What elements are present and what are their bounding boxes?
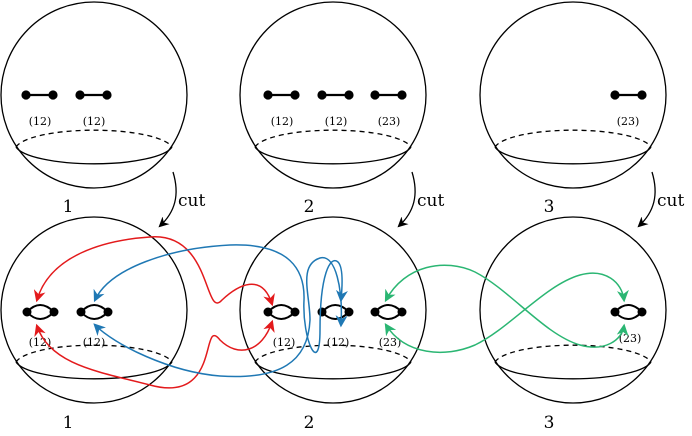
blue-arrow-upper <box>93 244 348 354</box>
top-number-3: 3 <box>544 197 555 217</box>
branch-cut-2b <box>317 90 354 100</box>
branch-cut-1b <box>75 90 112 100</box>
top-number-1: 1 <box>63 197 74 217</box>
green-arrow-lower <box>384 272 629 354</box>
top-branch-cuts <box>21 90 647 100</box>
branch-cut-3a <box>610 90 647 100</box>
bottom-number-2: 2 <box>304 413 315 433</box>
slit-1a <box>22 304 59 320</box>
branch-cut-2a <box>263 90 300 100</box>
bottom-tag-1a: (12) <box>29 336 52 349</box>
red-gluing-arrows <box>33 236 275 389</box>
top-tag-1b: (12) <box>83 115 106 128</box>
top-sphere-3 <box>479 1 667 189</box>
cut-label-1: cut <box>178 191 205 211</box>
slit-1b <box>76 304 113 320</box>
bottom-tag-1b: (12) <box>83 336 106 349</box>
cut-label-3: cut <box>657 191 684 211</box>
cut-arrow-3 <box>637 171 656 228</box>
red-arrow-lower <box>34 319 275 389</box>
blue-gluing-arrows <box>93 244 348 378</box>
slit-2a <box>263 304 300 320</box>
cut-arrow-1 <box>158 171 177 228</box>
slit-2c <box>370 304 407 320</box>
top-tag-2a: (12) <box>271 115 294 128</box>
red-arrow-upper <box>33 236 275 307</box>
slit-3a <box>610 304 647 320</box>
bottom-number-1: 1 <box>63 413 74 433</box>
blue-arrow-lower <box>93 257 348 378</box>
bottom-tag-2b: (12) <box>327 336 350 349</box>
bottom-slits <box>22 304 647 320</box>
cut-arrow-2 <box>397 171 416 228</box>
cut-label-2: cut <box>417 191 444 211</box>
top-tag-2c: (23) <box>378 115 401 128</box>
green-arrow-upper <box>384 264 629 348</box>
green-gluing-arrows <box>384 264 629 354</box>
top-sphere-2 <box>239 1 427 189</box>
slit-2b <box>317 304 354 320</box>
bottom-number-3: 3 <box>544 413 555 433</box>
branch-cut-1a <box>21 90 58 100</box>
bottom-sphere-1 <box>0 216 188 404</box>
top-sphere-1 <box>0 1 188 189</box>
top-tag-2b: (12) <box>325 115 348 128</box>
top-tag-3a: (23) <box>617 115 640 128</box>
branch-cut-2c <box>370 90 407 100</box>
bottom-tag-2a: (12) <box>273 336 296 349</box>
top-tag-1a: (12) <box>29 115 52 128</box>
bottom-tag-2c: (23) <box>379 336 402 349</box>
top-number-2: 2 <box>304 197 315 217</box>
